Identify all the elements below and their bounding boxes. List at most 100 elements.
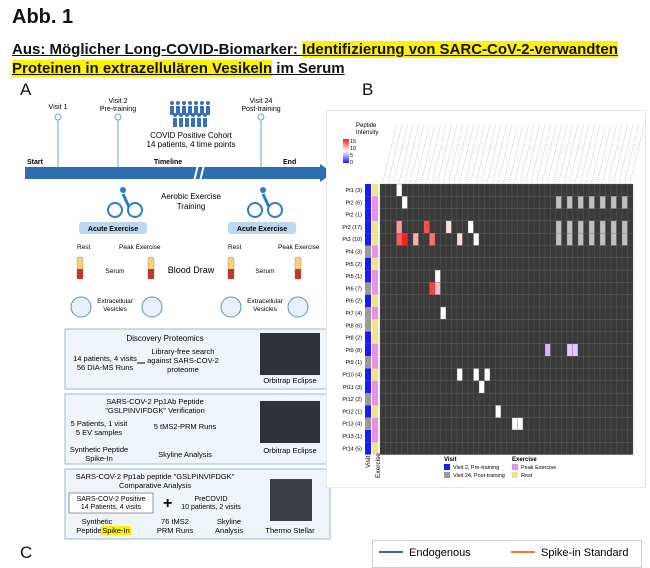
heatmap-cell (401, 331, 408, 345)
heatmap-cell (627, 405, 634, 418)
heatmap-cell (456, 306, 463, 320)
heatmap-cell (522, 343, 529, 357)
heatmap-cell (616, 356, 623, 369)
heatmap-cell (495, 233, 502, 246)
heatmap-cell (566, 233, 573, 246)
heatmap-cell (610, 319, 617, 332)
heatmap-cell (401, 417, 408, 431)
heatmap-cell (495, 220, 502, 234)
heatmap-cell (511, 380, 518, 394)
heatmap-cell (528, 306, 535, 320)
heatmap-cell (489, 220, 496, 234)
timeline-label: Timeline (154, 159, 182, 166)
heatmap-cell (396, 405, 403, 418)
heatmap-cell (566, 269, 573, 283)
heatmap-cell (594, 319, 601, 332)
heatmap-cell (550, 306, 557, 320)
heatmap-cell (561, 220, 568, 234)
heatmap-cell (423, 257, 430, 271)
heatmap-cell (434, 183, 441, 197)
heatmap-cell (445, 331, 452, 345)
heatmap-cell (616, 343, 623, 357)
heatmap-cell (401, 380, 408, 394)
visit-annotation-cell (365, 393, 371, 406)
heatmap-cell (385, 417, 392, 431)
heatmap-cell (572, 257, 579, 271)
heatmap-cell (390, 183, 397, 197)
heatmap-cell (440, 233, 447, 246)
heatmap-cell (561, 380, 568, 394)
heatmap-cell (517, 331, 524, 345)
heatmap-cell (434, 233, 441, 246)
heatmap-cell (599, 196, 606, 209)
heatmap-cell (610, 208, 617, 222)
heatmap-cell (610, 380, 617, 394)
heatmap-cell (572, 245, 579, 258)
heatmap-cell (511, 257, 518, 271)
heatmap-cell (434, 282, 441, 295)
heatmap-cell (423, 269, 430, 283)
heatmap-cell (566, 368, 573, 381)
heatmap-cell (599, 368, 606, 381)
heatmap-cell (539, 392, 546, 406)
heatmap-cell (544, 343, 551, 357)
heatmap-cell (572, 417, 579, 431)
heatmap-cell (451, 417, 458, 431)
heatmap-cell (610, 306, 617, 320)
exercise-annotation-cell (372, 220, 378, 234)
visit-axis-label: Visit (365, 456, 372, 468)
heatmap-cell (550, 294, 557, 308)
heatmap-cell (555, 380, 562, 394)
heatmap-cell (379, 220, 386, 234)
heatmap-cell (506, 245, 513, 258)
heatmap-cell (495, 331, 502, 345)
heatmap-cell (550, 183, 557, 197)
heatmap-cell (506, 356, 513, 369)
heatmap-cell (396, 294, 403, 308)
heatmap-cell (489, 257, 496, 271)
heatmap-cell (511, 331, 518, 345)
heatmap-cell (495, 245, 502, 258)
heatmap-cell (594, 392, 601, 406)
heatmap-cell (517, 343, 524, 357)
heatmap-cell (561, 183, 568, 197)
heatmap-cell (379, 392, 386, 406)
heatmap-cell (473, 356, 480, 369)
heatmap-cell (445, 356, 452, 369)
heatmap-cell (605, 429, 612, 443)
heatmap-cell (412, 208, 419, 222)
heatmap-cell (390, 380, 397, 394)
heatmap-cell (539, 417, 546, 431)
heatmap-cell (467, 220, 474, 234)
heatmap-cell (511, 319, 518, 332)
heatmap-cell (407, 429, 414, 443)
heatmap-cell (385, 233, 392, 246)
heatmap-cell (440, 392, 447, 406)
heatmap-cell (544, 356, 551, 369)
heatmap-cell (572, 306, 579, 320)
heatmap-cell (588, 208, 595, 222)
heatmap-cell (577, 294, 584, 308)
heatmap-cell (627, 380, 634, 394)
heatmap-cell (434, 429, 441, 443)
timeline-break-icon (193, 164, 205, 182)
heatmap-cell (462, 294, 469, 308)
heatmap-cell (418, 220, 425, 234)
heatmap-cell (401, 233, 408, 246)
heatmap-cell (583, 183, 590, 197)
heatmap-cell (522, 319, 529, 332)
visit-annotation-cell (365, 356, 371, 369)
heatmap-cell (500, 257, 507, 271)
acute-exercise-left: Acute Exercise (88, 226, 138, 233)
cycling-icon-left (107, 187, 143, 218)
heatmap-cell (456, 294, 463, 308)
heatmap-cell (506, 319, 513, 332)
heatmap-cell (500, 442, 507, 455)
legend-visit2-swatch (444, 464, 450, 470)
heatmap-cell (462, 282, 469, 295)
heatmap-cell (451, 294, 458, 308)
heatmap-cell (429, 183, 436, 197)
heatmap-cell (495, 380, 502, 394)
heatmap-cell (379, 442, 386, 455)
